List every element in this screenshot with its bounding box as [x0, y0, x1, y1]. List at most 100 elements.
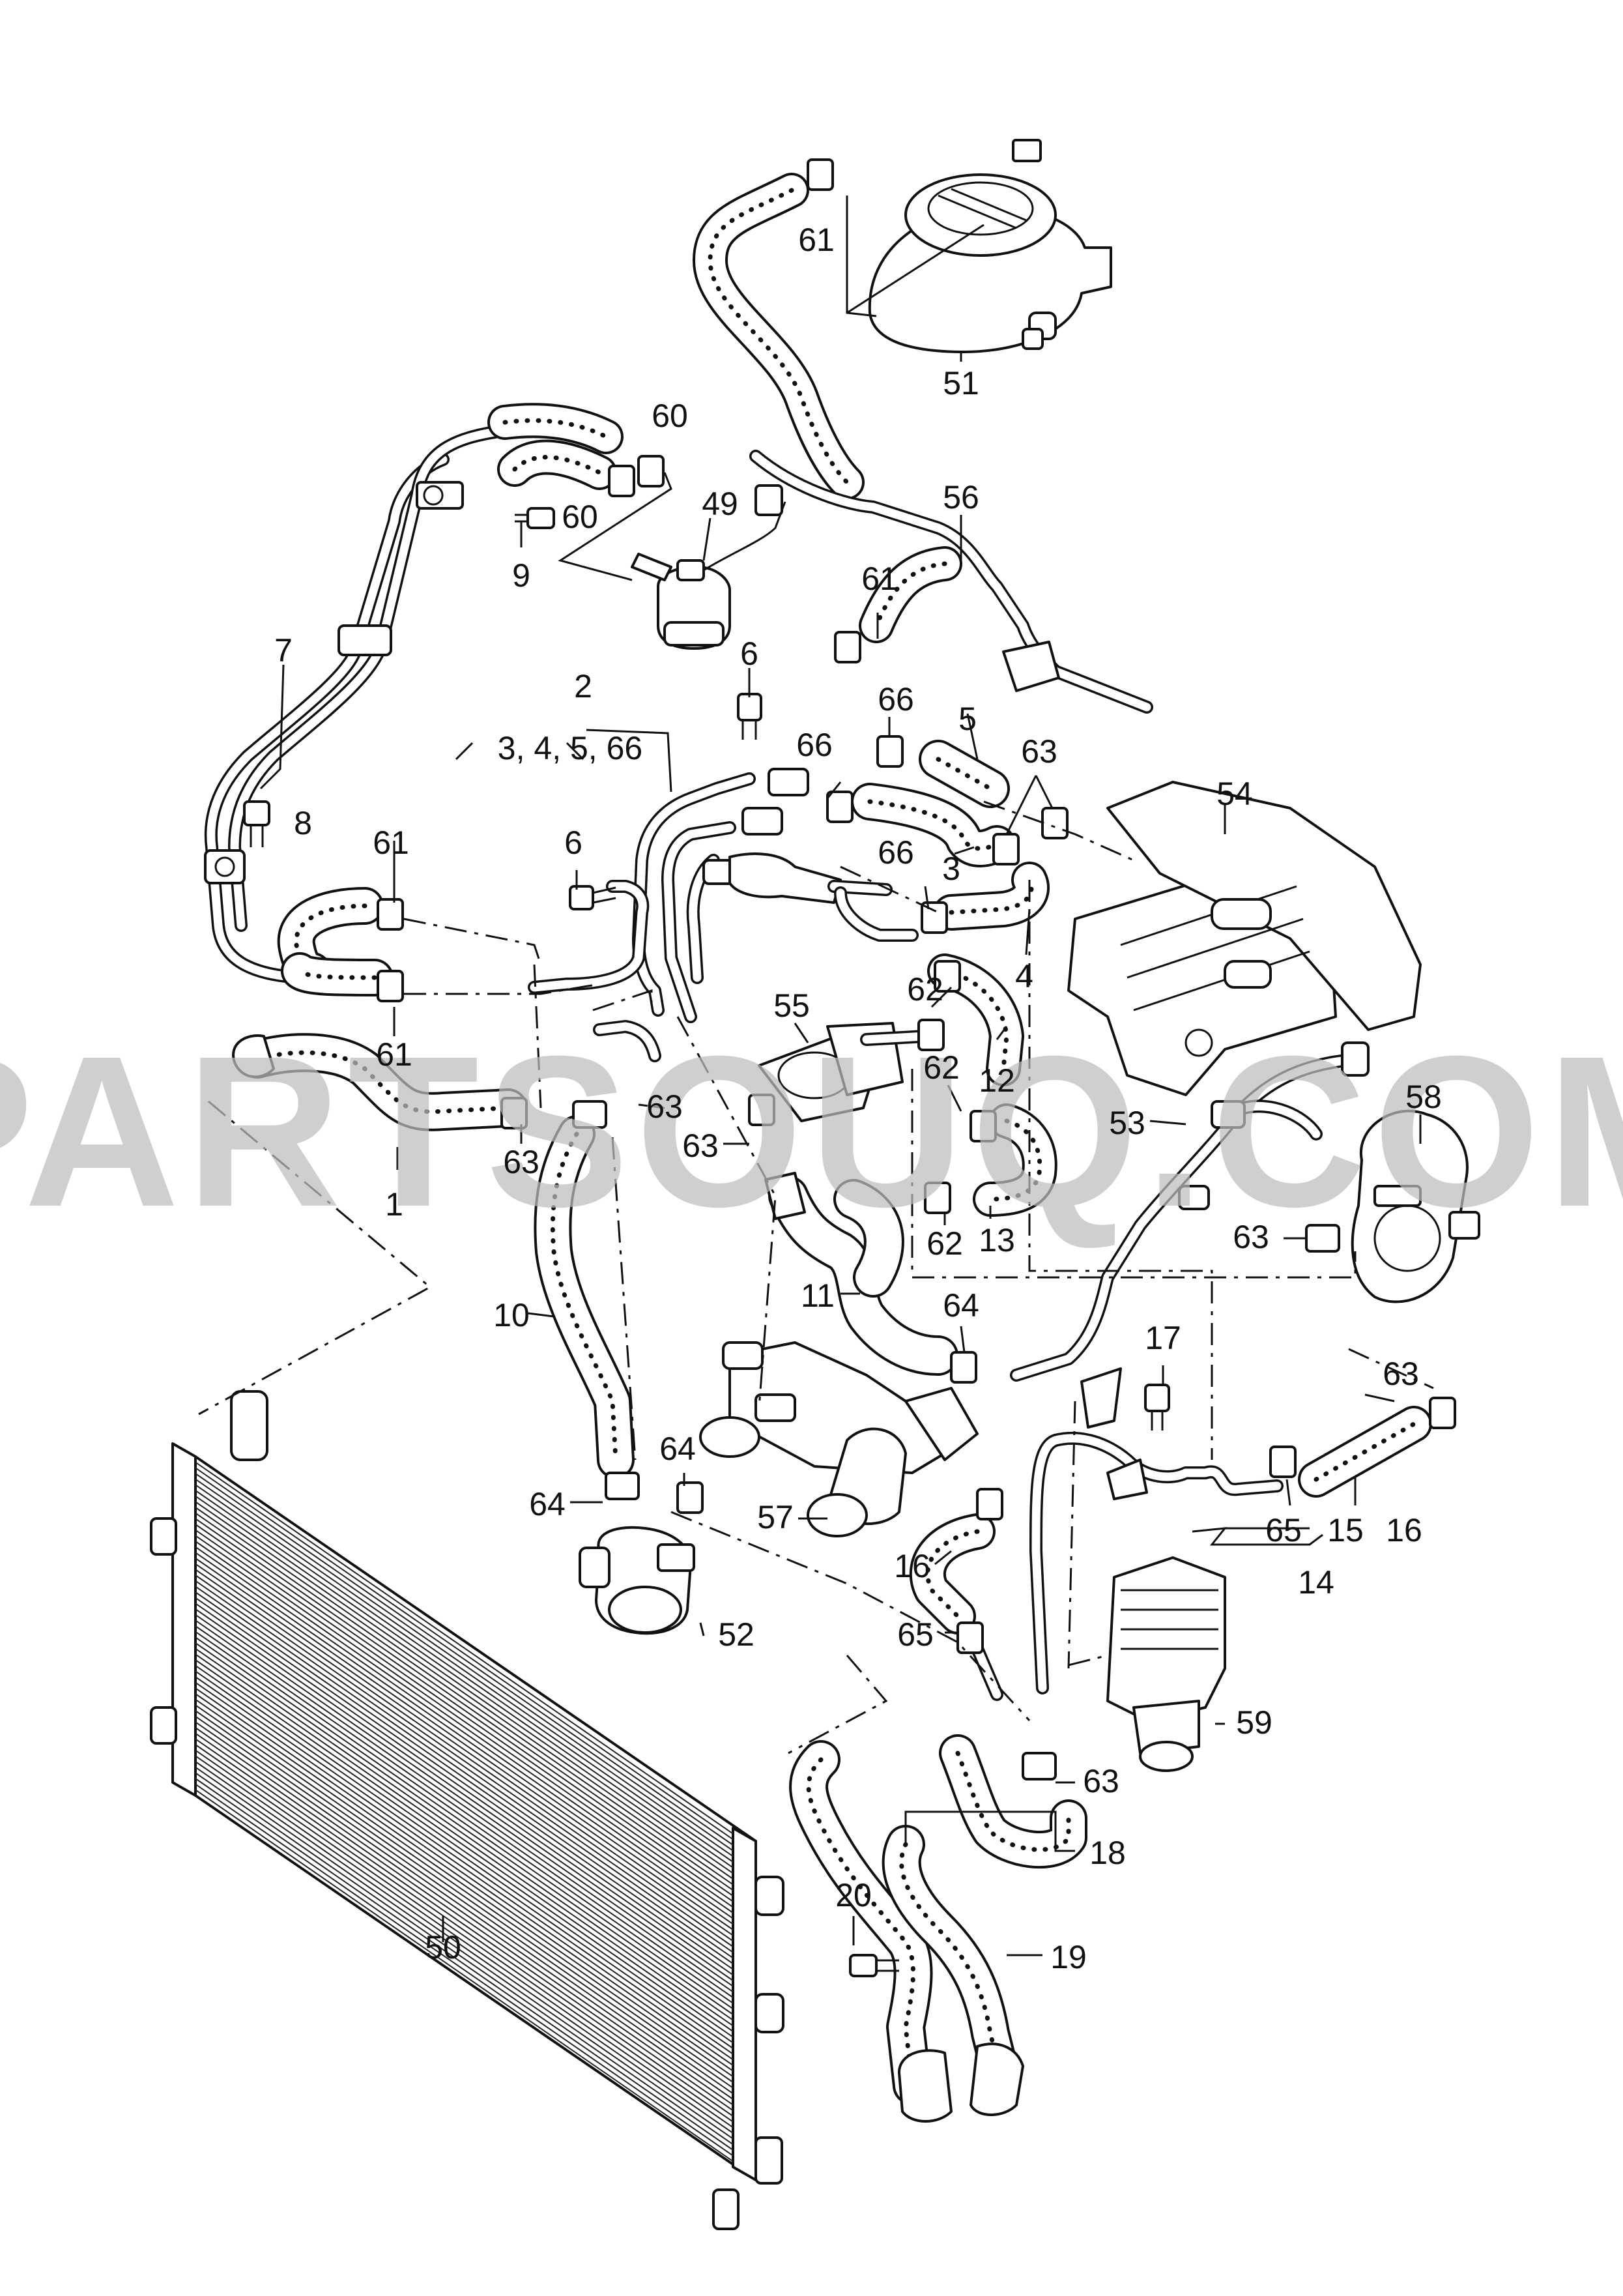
hose-4 [933, 862, 1050, 931]
callout-63-vacuum: 63 [1233, 1219, 1269, 1255]
callout-labels: 61 51 60 60 49 9 56 61 6 7 2 3, 4, 5, 66… [274, 222, 1442, 1975]
callout-65-left: 65 [897, 1616, 934, 1653]
callout-2: 2 [574, 668, 592, 705]
pipe-7 [204, 424, 515, 984]
callout-12: 12 [979, 1062, 1015, 1099]
callout-62-lower: 62 [926, 1225, 963, 1262]
radiator-fin-line [195, 1603, 734, 1976]
callout-59: 59 [1236, 1704, 1272, 1741]
callout-19: 19 [1050, 1939, 1087, 1975]
dashed-guides [198, 800, 1434, 1754]
radiator-fin-line [195, 1681, 734, 2055]
radiator-fin-line [195, 1778, 734, 2151]
callout-6-top: 6 [740, 635, 758, 672]
radiator-fin-line [195, 1535, 734, 1908]
radiator-fin-line [195, 1664, 734, 2038]
radiator-fin-line [195, 1467, 734, 1840]
radiator-fin-line [195, 1642, 734, 2015]
callout-6-mid: 6 [564, 824, 582, 861]
callout-8: 8 [294, 805, 312, 841]
oil-cooler-59 [1106, 1556, 1226, 1772]
radiator-fin-line [195, 1772, 734, 2145]
watermark: PARTSOUQ.COM [0, 1011, 1623, 1251]
radiator-fin-line [195, 1625, 734, 1998]
hose-3 [851, 783, 1016, 867]
radiator-fin-line [195, 1670, 734, 2044]
radiator-fin-line [195, 1552, 734, 1925]
callout-58: 58 [1405, 1079, 1442, 1115]
callout-64-pump: 64 [659, 1431, 696, 1467]
radiator-fin-line [195, 1495, 734, 1868]
bolt-6-top [737, 693, 762, 740]
leader-lines [259, 196, 1422, 1956]
pipe-16-lower [971, 1642, 1003, 1701]
callout-15: 15 [1327, 1512, 1364, 1548]
pipe-56 [749, 450, 1153, 714]
callout-61-left-lower: 61 [376, 1036, 412, 1073]
radiator-fin-line [195, 1501, 734, 1874]
clamps [377, 158, 1456, 1780]
radiator-fin-line [195, 1693, 734, 2066]
callout-53: 53 [1109, 1105, 1145, 1141]
callout-63-top: 63 [1021, 733, 1057, 770]
callout-61-left-upper: 61 [373, 824, 409, 861]
callout-52: 52 [718, 1616, 754, 1653]
radiator-fin-line [195, 1558, 734, 1930]
hose-16 [909, 1513, 996, 1635]
callout-2-subitems: 3, 4, 5, 66 [498, 730, 642, 766]
radiator-fin-line [195, 1783, 734, 2157]
callout-3: 3 [942, 850, 960, 887]
callout-16-right: 16 [1386, 1512, 1422, 1548]
radiator-fin-line [195, 1648, 734, 2021]
radiator-fin-line [195, 1478, 734, 1852]
coolant-flange-57 [699, 1341, 979, 1537]
radiator-fin-line [195, 1653, 734, 2027]
egr-cooler-54 [1067, 781, 1422, 1096]
callout-54: 54 [1216, 776, 1253, 812]
radiator-fin-line [195, 1529, 734, 1902]
callout-60-lower: 60 [562, 499, 598, 535]
radiator-fin-line [195, 1749, 734, 2123]
callout-57: 57 [757, 1499, 794, 1535]
callout-66-lower: 66 [878, 834, 914, 871]
callout-18: 18 [1089, 1835, 1126, 1871]
pipe-53 [1010, 1041, 1370, 1429]
bolt-9 [515, 507, 555, 529]
radiator-fin-line [195, 1755, 734, 2129]
callout-63-bottom: 63 [1083, 1763, 1119, 1799]
hose-11 [764, 1172, 958, 1376]
radiator-fin-line [195, 1676, 734, 2049]
radiator-fin-line [195, 1512, 734, 1885]
pipe-assembly-2 [528, 768, 919, 1062]
callout-14: 14 [1298, 1564, 1334, 1601]
radiator-fin-line [195, 1636, 734, 2010]
hose-13 [973, 1103, 1057, 1217]
radiator-fin-line [195, 1732, 734, 2106]
bolt-6-mid [569, 885, 616, 910]
callout-20: 20 [835, 1877, 872, 1913]
thermostat-55 [758, 1022, 932, 1122]
radiator-fin-line [195, 1659, 734, 2032]
radiator-fin-line [195, 1766, 734, 2140]
callout-16-left: 16 [894, 1548, 930, 1584]
radiator-fin-line [195, 1608, 734, 1981]
radiator-fin-line [195, 1518, 734, 1891]
radiator-fin-line [195, 1569, 734, 1942]
radiator-fin-line [195, 1687, 734, 2061]
callout-64-upper: 64 [943, 1287, 979, 1324]
water-pump-52 [579, 1526, 695, 1635]
radiator-fin-line [195, 1710, 734, 2083]
radiator-fins [195, 1461, 734, 2162]
radiator-fin-line [195, 1620, 734, 1993]
callout-66-left: 66 [796, 727, 833, 763]
bolt-20 [849, 1954, 899, 1977]
hose-19 [789, 1740, 1024, 2123]
callout-51: 51 [943, 365, 979, 401]
callout-9: 9 [512, 557, 530, 594]
callout-1: 1 [385, 1186, 403, 1223]
radiator-fin-line [195, 1473, 734, 1846]
callout-11: 11 [801, 1277, 835, 1314]
valve-49 [631, 484, 786, 650]
radiator-fin-line [195, 1614, 734, 1987]
